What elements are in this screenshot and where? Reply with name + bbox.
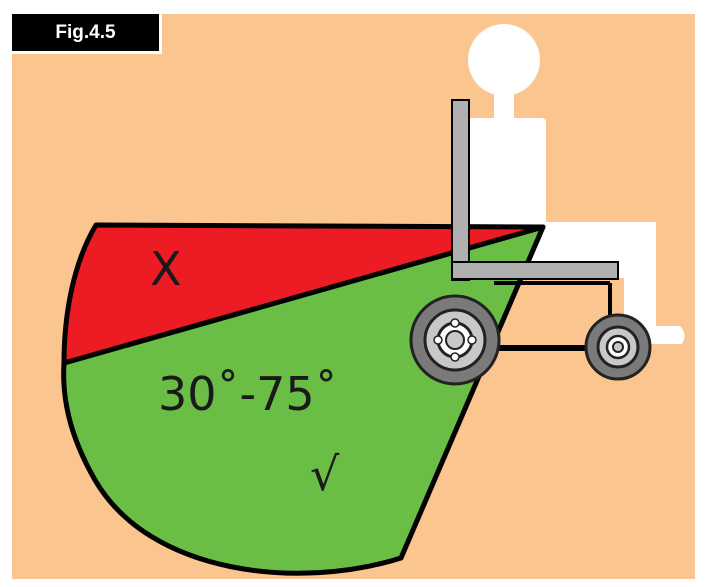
unsafe-zone-label: X (150, 242, 182, 296)
safe-zone-check-mark: √ (310, 447, 340, 501)
wheelchair-icon (409, 99, 652, 386)
large-wheel-icon (409, 294, 501, 386)
figure-number-label: Fig.4.5 (12, 14, 162, 54)
small-wheel-icon (584, 313, 652, 381)
unsafe-zone-sector (61, 222, 546, 366)
angle-range-label: 30˚-75˚ (158, 367, 338, 421)
